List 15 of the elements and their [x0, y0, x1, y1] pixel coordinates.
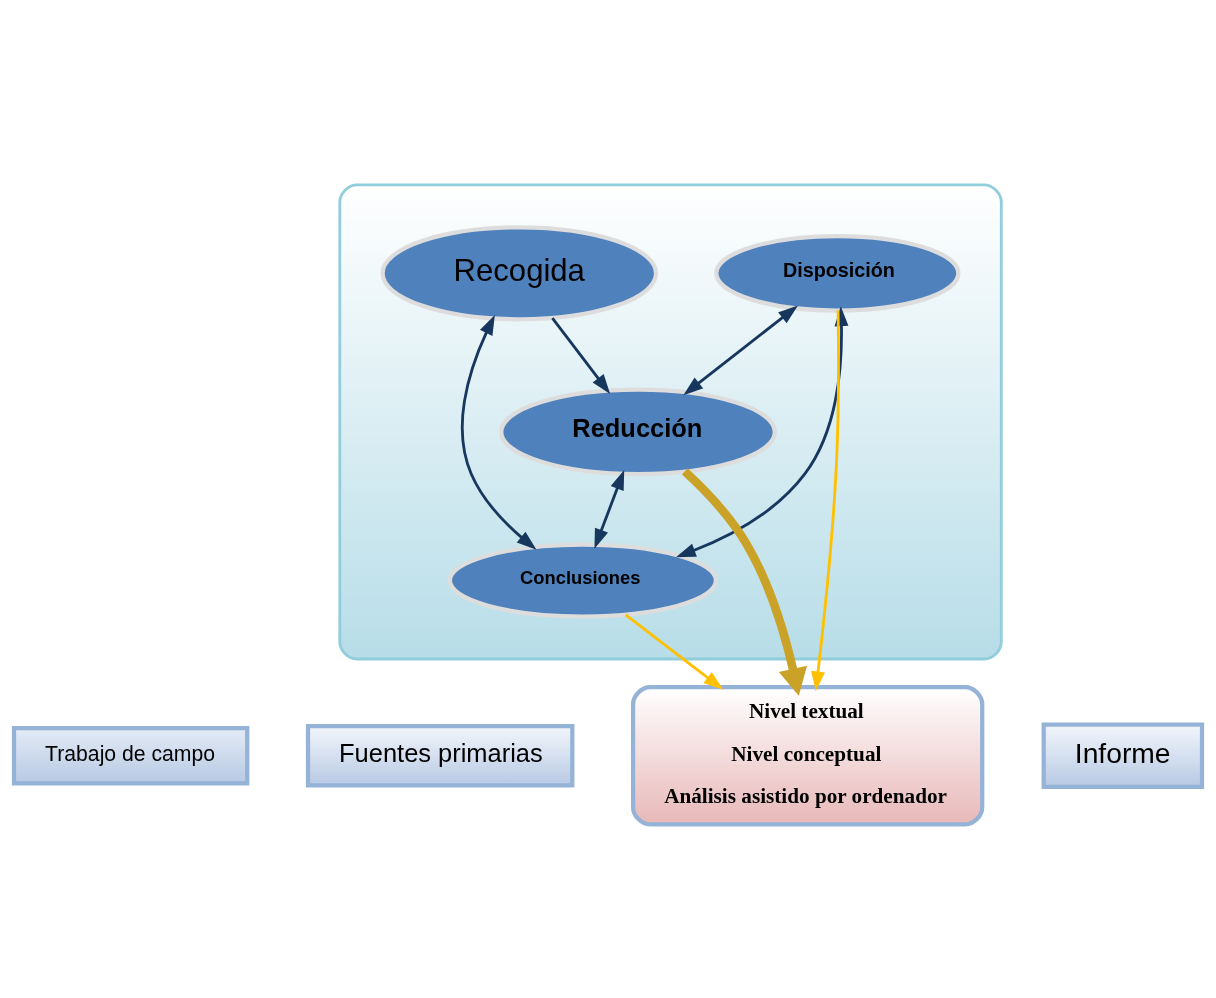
cluster — [338, 183, 1003, 661]
node-box: Nivel textual Nivel conceptual Análisis asistido por ordenador — [630, 685, 985, 827]
arrow — [624, 613, 724, 690]
node-ellipse: Reducción — [499, 387, 777, 477]
node-ellipse: Disposición — [714, 234, 961, 313]
arrow — [811, 310, 840, 692]
node-ellipse: Recogida — [380, 225, 659, 322]
arrow — [683, 305, 798, 396]
node-box: Informe — [1041, 722, 1205, 789]
arrow — [460, 315, 537, 550]
node-box: Fuentes primarias — [305, 724, 575, 788]
node-box: Trabajo de campo — [11, 726, 250, 786]
arrow — [681, 468, 808, 696]
arrow — [594, 469, 625, 549]
arrow — [551, 317, 611, 394]
